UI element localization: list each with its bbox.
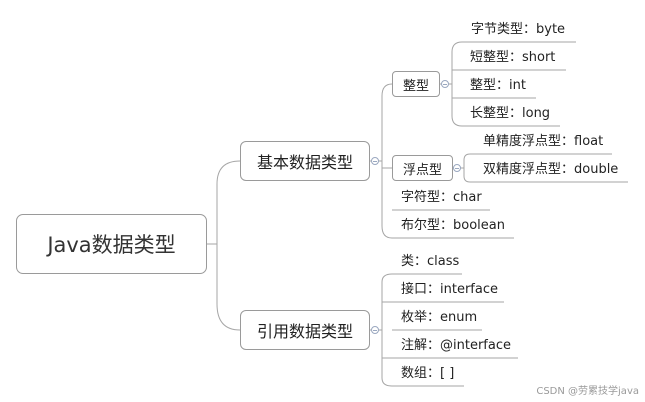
group-float[interactable]: 浮点型 (392, 155, 454, 181)
connector-float-spine (452, 153, 471, 183)
leaf-array[interactable]: 数组：[ ] (401, 366, 455, 381)
connector-root-reference (207, 243, 241, 331)
collapse-icon[interactable] (371, 157, 379, 165)
leaf-boolean[interactable]: 布尔型：boolean (401, 218, 505, 233)
leaf-short[interactable]: 短整型：short (470, 50, 556, 65)
group-integer[interactable]: 整型 (392, 71, 441, 97)
connector-int-spine (440, 41, 463, 127)
branch-label: 引用数据类型 (256, 322, 353, 341)
leaf-annotation[interactable]: 注解：@interface (401, 338, 511, 353)
connector-basic-spine (370, 83, 393, 239)
leaf-double[interactable]: 双精度浮点型：double (483, 162, 619, 177)
leaf-interface[interactable]: 接口：interface (401, 282, 498, 297)
branch-reference-types[interactable]: 引用数据类型 (240, 310, 370, 350)
leaf-int[interactable]: 整型：int (470, 78, 526, 93)
branch-label: 基本数据类型 (256, 153, 353, 172)
connector-root-basic (207, 160, 241, 245)
root-label: Java数据类型 (47, 233, 176, 257)
collapse-icon[interactable] (371, 326, 379, 334)
leaf-char[interactable]: 字符型：char (401, 190, 482, 205)
connector-reference-spine (370, 273, 393, 387)
leaf-enum[interactable]: 枚举：enum (401, 310, 478, 325)
group-label: 浮点型 (403, 162, 443, 178)
root-node[interactable]: Java数据类型 (16, 214, 207, 274)
leaf-byte[interactable]: 字节类型：byte (471, 22, 566, 37)
collapse-icon[interactable] (441, 80, 449, 88)
leaf-float[interactable]: 单精度浮点型：float (483, 134, 604, 149)
collapse-icon[interactable] (453, 164, 461, 172)
group-label: 整型 (403, 78, 430, 94)
leaf-long[interactable]: 长整型：long (470, 106, 551, 121)
branch-basic-types[interactable]: 基本数据类型 (240, 141, 370, 181)
watermark: CSDN @劳累技学java (536, 386, 639, 397)
leaf-class[interactable]: 类：class (401, 254, 460, 269)
